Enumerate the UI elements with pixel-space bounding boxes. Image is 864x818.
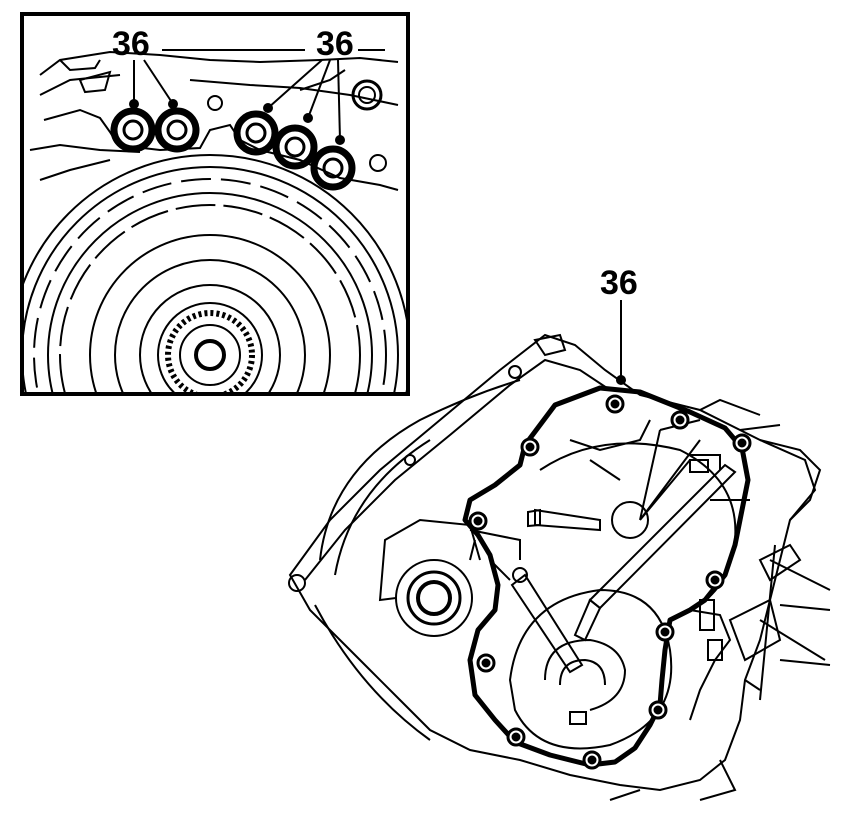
inset-detail-view: 36 36: [20, 12, 410, 396]
inset-small-hole: [207, 95, 223, 111]
seal-ring: [110, 107, 156, 153]
main-callout: 36: [600, 264, 638, 302]
side-bracket: [728, 543, 802, 662]
inset-small-hole: [369, 154, 387, 172]
bolt: [705, 570, 725, 590]
mount-hole: [508, 365, 522, 379]
shaft-hole: [611, 501, 649, 539]
bolt: [670, 410, 690, 430]
cover-gasket: [462, 385, 751, 768]
mount-hole: [404, 454, 416, 466]
inset-callout-right: 36: [316, 25, 354, 63]
housing-outline: [288, 333, 817, 792]
seal-ring: [310, 145, 356, 191]
bolt: [648, 700, 668, 720]
inset-seals: [110, 107, 356, 191]
bolt: [655, 622, 675, 642]
bolt: [605, 394, 625, 414]
inset-housing-outline: [29, 50, 399, 191]
inset-callout-left: 36: [112, 25, 150, 63]
seal-ring: [272, 124, 318, 170]
bolt: [506, 727, 526, 747]
bolt: [582, 750, 602, 770]
bellhousing-arc: [319, 379, 521, 561]
bolt: [732, 433, 752, 453]
bolt: [520, 437, 540, 457]
transmission-housing: [288, 333, 831, 801]
cover-bolts: [468, 394, 752, 770]
inset-converter-rings: [24, 154, 406, 392]
selector-rods: [510, 463, 737, 674]
bolt: [476, 653, 496, 673]
seal-ring: [233, 110, 279, 156]
main-leader-line: [616, 300, 626, 385]
mount-hole: [288, 574, 306, 592]
inset-leader-lines: [129, 49, 385, 145]
inset-boss: [351, 79, 383, 111]
bolt: [468, 511, 488, 531]
output-shaft-boss: [378, 518, 481, 637]
lower-gear: [508, 588, 673, 750]
seal-ring: [154, 107, 200, 153]
inset-splined-hub: [157, 302, 263, 392]
